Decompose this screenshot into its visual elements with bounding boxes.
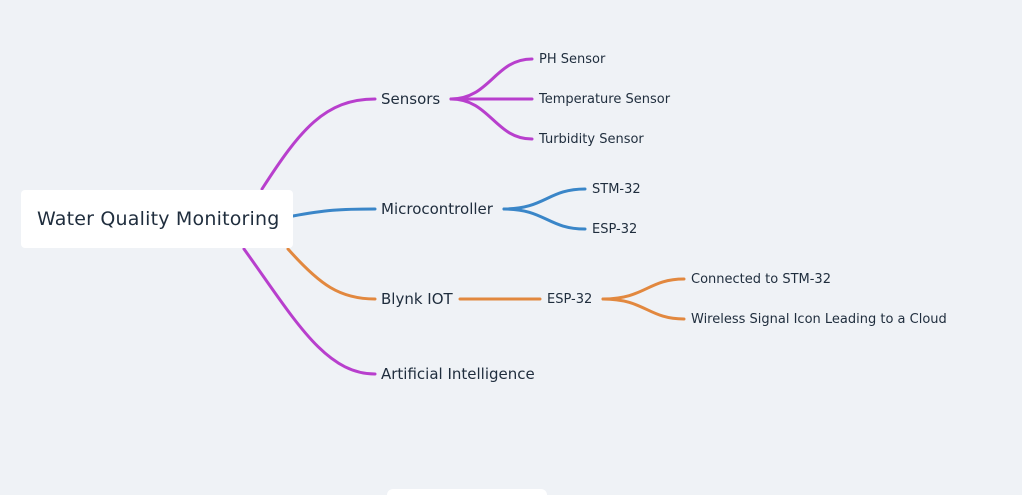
connector-micro-stm32 [502, 187, 587, 211]
connector-sensors-ph [449, 57, 534, 101]
bottom-panel [387, 489, 547, 495]
node-ph-sensor[interactable]: PH Sensor [539, 52, 606, 67]
node-wireless-signal[interactable]: Wireless Signal Icon Leading to a Cloud [691, 312, 947, 327]
node-esp32[interactable]: ESP-32 [592, 222, 638, 237]
node-sensors[interactable]: Sensors [381, 90, 441, 108]
connector-esp32-connected [601, 277, 686, 301]
node-turbidity-sensor[interactable]: Turbidity Sensor [539, 132, 644, 147]
node-stm32[interactable]: STM-32 [592, 182, 641, 197]
node-temperature-sensor[interactable]: Temperature Sensor [539, 92, 671, 107]
connector-root-blynk [286, 247, 377, 301]
connector-root-microcontroller [291, 207, 377, 218]
connector-root-ai [242, 247, 377, 376]
node-microcontroller[interactable]: Microcontroller [381, 200, 493, 218]
root-node-label: Water Quality Monitoring [37, 208, 280, 230]
root-node[interactable]: Water Quality Monitoring [21, 190, 293, 248]
connector-root-sensors [260, 97, 377, 191]
node-blynk-iot[interactable]: Blynk IOT [381, 290, 453, 308]
connector-esp32-wireless [601, 297, 686, 321]
connector-micro-esp32 [502, 207, 587, 231]
connector-sensors-turbidity [449, 97, 534, 141]
node-artificial-intelligence[interactable]: Artificial Intelligence [381, 365, 535, 383]
node-connected-to-stm32[interactable]: Connected to STM-32 [691, 272, 831, 287]
node-blynk-esp32[interactable]: ESP-32 [547, 292, 593, 307]
